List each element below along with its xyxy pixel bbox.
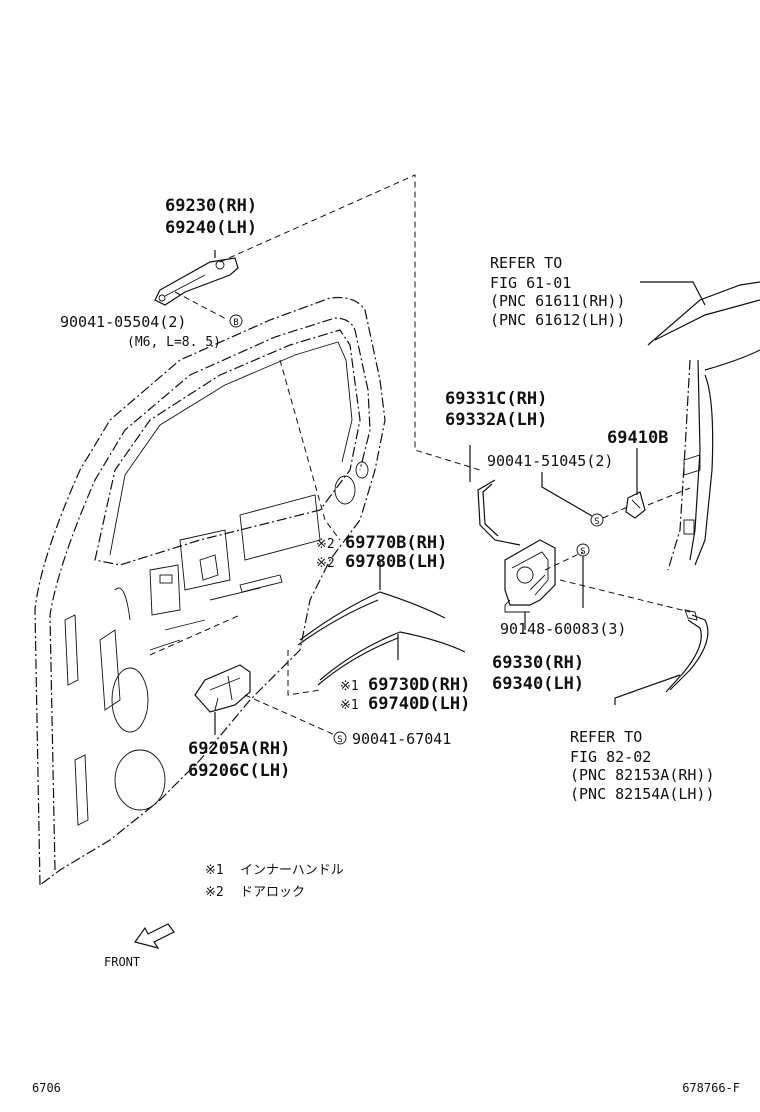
dash-51045 [602,504,633,519]
footer-left: 6706 [32,1081,61,1095]
link-rod [469,445,521,546]
label-69770b: 69770B(RH) [345,533,447,553]
outside-handle [154,257,239,306]
label-69340: 69340(LH) [492,674,584,694]
ref-61-01-line3: (PNC 61611(RH)) [490,292,625,310]
dash-lock-screw [544,551,584,571]
label-69410b: 69410B [607,428,668,448]
ref-61-01-line4: (PNC 61612(LH)) [490,311,625,329]
note-1-mark: ※1 [205,863,224,878]
mark-69780b: ※2 [316,556,335,571]
mark-69730d: ※1 [340,679,359,694]
striker [625,491,646,519]
note-2-mark: ※2 [205,885,224,900]
label-69780b: 69780B(LH) [345,552,447,572]
cables [297,560,466,686]
dash-inner-handle-screw [244,694,336,736]
right-cable [614,609,709,705]
dash-striker-pillar [647,487,691,506]
label-69332a: 69332A(LH) [445,410,547,430]
label-90041-05504: 90041-05504(2) [60,313,186,331]
label-69240: 69240(LH) [165,218,257,238]
screw-s-67041-letter: S [337,735,342,745]
mark-69770b: ※2 [316,537,335,552]
label-69205a: 69205A(RH) [188,739,290,759]
dash-panel-cable [149,614,241,656]
ref-61-01-line2: FIG 61-01 [490,274,571,292]
front-label: FRONT [104,955,140,969]
dash-cable-left [287,650,321,696]
screw-s-51045 [590,513,604,527]
label-screw-spec: (M6, L=8. 5) [127,335,221,350]
screw-b-marker [229,314,243,328]
label-69331c: 69331C(RH) [445,389,547,409]
ref-61-01-line1: REFER TO [490,254,562,272]
leader-51045 [541,472,593,517]
label-69730d: 69730D(RH) [368,675,470,695]
front-arrow-icon [134,923,175,949]
label-90041-51045: 90041-51045(2) [487,452,613,470]
note-1-text: インナーハンドル [240,863,344,878]
ref-82-02-line3: (PNC 82153A(RH)) [570,766,715,784]
label-69330: 69330(RH) [492,653,584,673]
ref-82-02-line2: FIG 82-02 [570,748,651,766]
note-2-text: ドアロック [240,885,305,900]
door-panel [34,296,386,887]
leader-ref-61-01 [640,281,706,306]
label-90041-67041: 90041-67041 [352,730,451,748]
inner-handle [194,664,251,713]
ref-82-02-line1: REFER TO [570,728,642,746]
door-lock-assembly [504,539,556,613]
ref-82-02-line4: (PNC 82154A(LH)) [570,785,715,803]
label-69230: 69230(RH) [165,196,257,216]
footer-right: 678766-F [682,1081,740,1095]
screw-s-67041 [333,731,347,745]
screw-b-letter: B [233,318,238,328]
body-pillar [647,281,760,571]
screw-s-51045-letter: S [594,517,599,527]
label-69206c: 69206C(LH) [188,761,290,781]
label-90148-60083: 90148-60083(3) [500,620,626,638]
dash-lock-cable [559,579,691,613]
label-69740d: 69740D(LH) [368,694,470,714]
mark-69740d: ※1 [340,698,359,713]
leader-handle-to-rod [219,174,481,471]
leader-handle-down [279,359,341,541]
